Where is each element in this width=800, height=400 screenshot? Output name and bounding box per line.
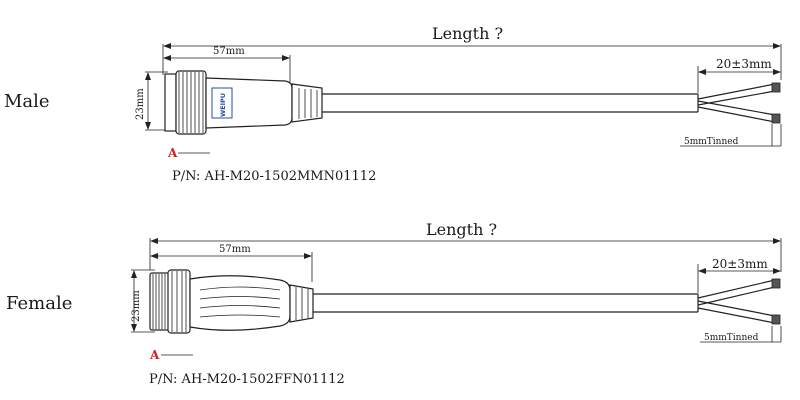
male-length-label: Length ? bbox=[432, 24, 503, 43]
female-tinned-dimension: 5mmTinned bbox=[700, 326, 782, 343]
female-57mm-dimension: 57mm bbox=[150, 244, 313, 282]
male-cable-drawing: Male Length ? 57mm 23mm bbox=[4, 24, 782, 184]
male-57mm-dimension: 57mm bbox=[163, 46, 291, 82]
female-label: Female bbox=[6, 293, 72, 314]
female-connector bbox=[149, 269, 314, 334]
male-cable bbox=[322, 82, 781, 124]
female-tinned-label: 5mmTinned bbox=[704, 333, 759, 343]
male-section-a: A bbox=[167, 146, 178, 160]
male-tinned-label: 5mmTinned bbox=[684, 137, 739, 147]
male-tinned-dimension: 5mmTinned bbox=[680, 124, 782, 147]
male-connector: WEIPU bbox=[164, 70, 323, 135]
male-part-number: P/N: AH-M20-1502MMN01112 bbox=[172, 169, 376, 184]
male-section-mark: A bbox=[167, 146, 210, 160]
female-cable bbox=[313, 278, 781, 325]
female-strip-label: 20±3mm bbox=[712, 257, 768, 271]
male-logo-text: WEIPU bbox=[219, 93, 227, 117]
female-23mm-label: 23mm bbox=[131, 290, 142, 322]
male-strip-label: 20±3mm bbox=[716, 57, 772, 71]
female-part-number: P/N: AH-M20-1502FFN01112 bbox=[149, 372, 345, 387]
female-section-mark: A bbox=[149, 348, 193, 362]
male-logo: WEIPU bbox=[211, 87, 233, 119]
female-23mm-dimension: 23mm bbox=[131, 269, 155, 333]
female-length-label: Length ? bbox=[426, 220, 497, 239]
female-cable-drawing: Female Length ? 57mm 23mm bbox=[6, 220, 782, 387]
female-strip-dimension: 20±3mm bbox=[697, 257, 781, 293]
female-57mm-label: 57mm bbox=[219, 244, 251, 255]
female-section-a: A bbox=[149, 348, 160, 362]
male-23mm-label: 23mm bbox=[135, 88, 146, 120]
male-57mm-label: 57mm bbox=[213, 46, 245, 57]
male-length-dimension: Length ? bbox=[162, 24, 782, 80]
male-23mm-dimension: 23mm bbox=[135, 71, 168, 131]
male-strip-dimension: 20±3mm bbox=[697, 57, 781, 93]
male-label: Male bbox=[4, 91, 50, 112]
